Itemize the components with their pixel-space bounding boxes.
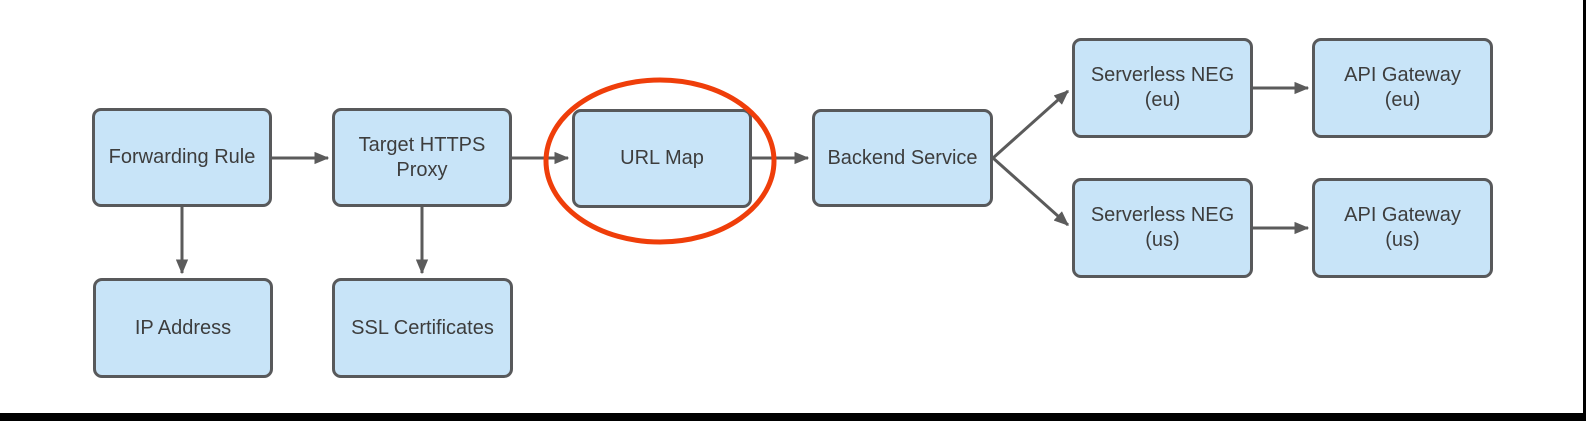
node-url-map-label: URL Map xyxy=(620,147,704,169)
edge-backend-service-to-serverless-neg-eu xyxy=(992,89,1069,160)
node-target-https-proxy: Target HTTPS Proxy xyxy=(332,108,512,207)
node-serverless-neg-us: Serverless NEG (us) xyxy=(1072,178,1253,278)
node-url-map: URL Map xyxy=(572,109,752,208)
node-api-gateway-eu: API Gateway (eu) xyxy=(1312,38,1493,138)
node-target-https-proxy-label: Target HTTPS Proxy xyxy=(358,133,486,181)
node-serverless-neg-us-label: Serverless NEG (us) xyxy=(1090,204,1235,251)
node-api-gateway-us-label: API Gateway (us) xyxy=(1344,204,1461,251)
node-api-gateway-eu-label: API Gateway (eu) xyxy=(1344,64,1461,111)
node-ip-address: IP Address xyxy=(93,278,273,378)
node-ip-address-label: IP Address xyxy=(134,316,232,339)
edge-backend-service-to-serverless-neg-us xyxy=(992,156,1069,227)
node-forwarding-rule-label: Forwarding Rule xyxy=(108,146,256,168)
node-serverless-neg-eu-label: Serverless NEG (eu) xyxy=(1090,64,1235,111)
node-api-gateway-us: API Gateway (us) xyxy=(1312,178,1493,278)
node-backend-service: Backend Service xyxy=(812,109,993,207)
frame-bottom-bar xyxy=(0,413,1586,421)
node-serverless-neg-eu: Serverless NEG (eu) xyxy=(1072,38,1253,138)
frame-right-line xyxy=(1583,0,1586,421)
node-backend-service-label: Backend Service xyxy=(827,146,978,169)
node-forwarding-rule: Forwarding Rule xyxy=(92,108,272,207)
node-ssl-certificates-label: SSL Certificates xyxy=(351,316,494,339)
node-ssl-certificates: SSL Certificates xyxy=(332,278,513,378)
